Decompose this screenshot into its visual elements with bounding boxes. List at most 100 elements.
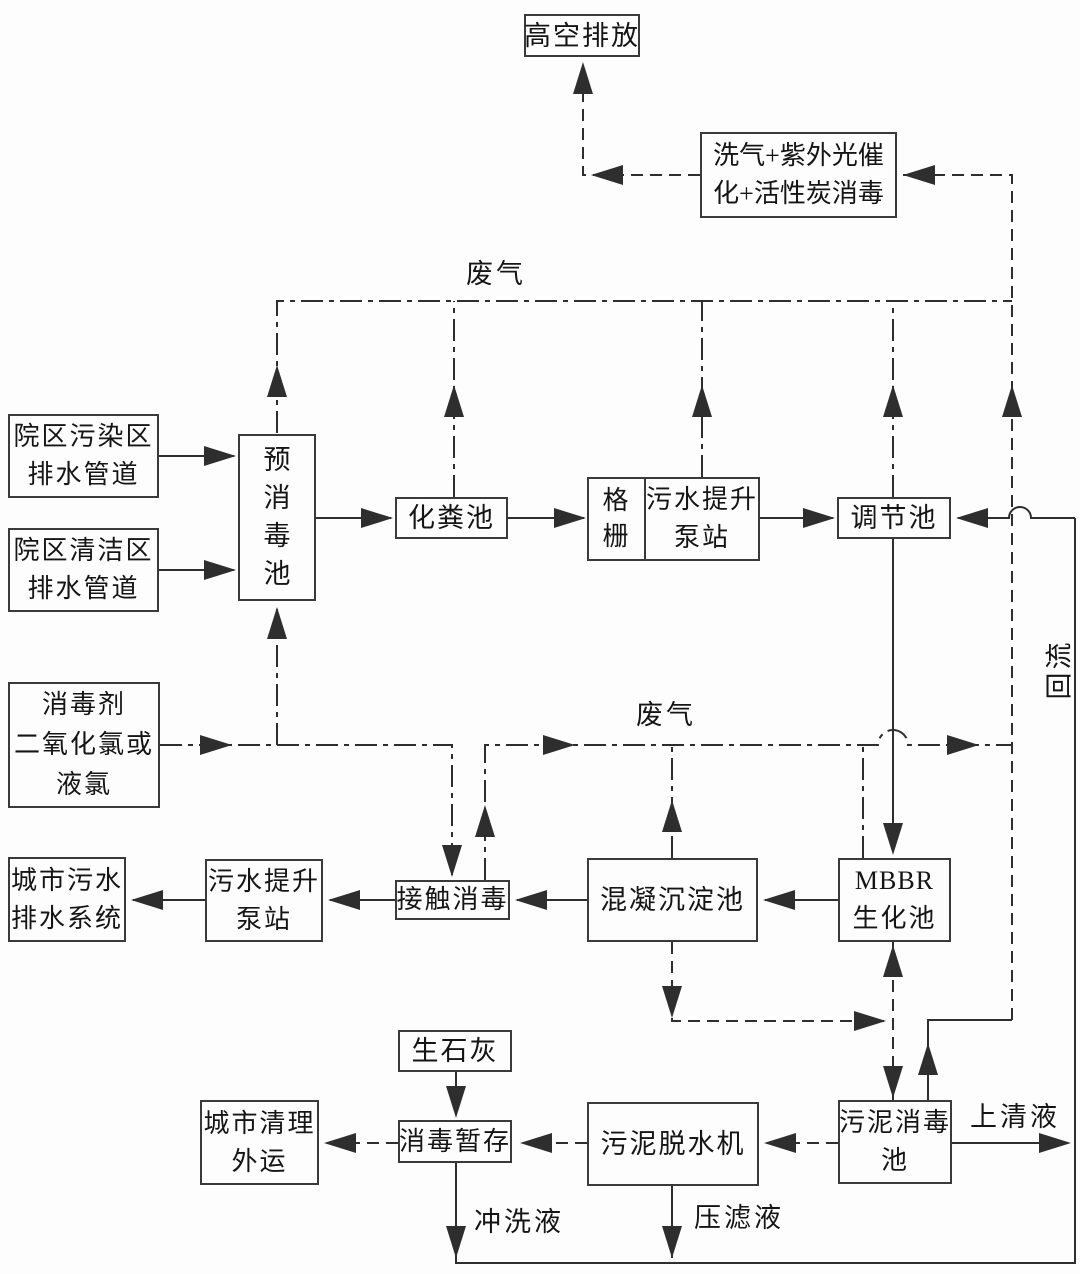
node-label: 污泥脱水机 — [600, 1129, 746, 1159]
arrowhead — [200, 735, 232, 755]
node-label: 生化池 — [852, 904, 937, 933]
node-label: 混凝沉淀池 — [600, 885, 745, 915]
arrowhead — [764, 1133, 796, 1153]
node-label: 院区清洁区 — [13, 536, 154, 565]
node-label: 消毒剂 — [41, 690, 126, 719]
node-regulating-tank: 调节池 — [837, 497, 951, 539]
node-clean-area-pipes: 院区清洁区 排水管道 — [8, 528, 159, 612]
node-label: 排水系统 — [10, 903, 123, 933]
node-pre-disinfection-tank: 预 消 毒 池 — [238, 434, 316, 601]
node-label: 化粪池 — [408, 503, 495, 533]
node-sewage-lift-station-left: 污水提升 泵站 — [205, 859, 323, 942]
node-city-disposal: 城市清理 外运 — [200, 1100, 319, 1185]
arrowhead — [442, 845, 462, 877]
arrowhead — [543, 735, 575, 755]
node-label: 泵站 — [673, 523, 730, 552]
node-screen-and-lift-station: 格 栅 污水提升 泵站 — [587, 477, 760, 561]
arrowhead — [520, 1133, 552, 1153]
arrowhead — [883, 945, 903, 977]
arrowhead — [361, 508, 393, 528]
node-label: 化+活性炭消毒 — [713, 179, 884, 208]
node-label: 调节池 — [850, 503, 938, 533]
node-label: 毒 — [263, 521, 291, 551]
node-quicklime: 生石灰 — [398, 1030, 512, 1072]
node-contact-disinfection: 接触消毒 — [395, 880, 510, 920]
arrowhead — [956, 508, 988, 528]
arrowhead — [324, 1133, 356, 1153]
arrowhead — [1039, 1133, 1071, 1153]
line-disinfectant-feed — [160, 744, 453, 875]
arrowhead — [1002, 385, 1022, 417]
node-septic-tank: 化粪池 — [395, 497, 508, 539]
arrowhead — [328, 890, 360, 910]
arrowhead — [204, 446, 236, 466]
arrowhead — [947, 735, 979, 755]
node-mbbr-tank: MBBR 生化池 — [838, 858, 951, 942]
arrowhead — [883, 823, 903, 855]
node-label: 生石灰 — [411, 1036, 499, 1066]
node-label: 接触消毒 — [396, 885, 509, 914]
node-label: 排水管道 — [27, 574, 140, 603]
node-label: 外运 — [231, 1146, 288, 1176]
node-label: 污水提升 — [207, 866, 320, 896]
line-flushing-reflux-riser — [455, 518, 1076, 1264]
arrowhead — [854, 1011, 886, 1031]
node-coagulation-sedimentation-tank: 混凝沉淀池 — [587, 858, 758, 942]
node-label: 二氧化氯或 — [13, 730, 154, 759]
arrowhead — [204, 560, 236, 580]
line-gas-collector-middle — [484, 729, 1012, 880]
node-city-sewer-system: 城市污水 排水系统 — [8, 857, 126, 942]
arrowhead — [267, 607, 287, 639]
arrowheads — [131, 62, 1071, 1258]
label-flushing-liquid: 冲洗液 — [474, 1207, 564, 1237]
node-label: 高空排放 — [524, 20, 640, 51]
node-label: 液氯 — [55, 770, 112, 799]
arrowhead — [903, 165, 935, 185]
node-bar-screen: 格 栅 — [589, 479, 646, 559]
label-filter-press-liquid: 压滤液 — [694, 1203, 784, 1233]
arrowhead — [883, 385, 903, 417]
node-polluted-area-pipes: 院区污染区 排水管道 — [8, 414, 159, 498]
line-coagulation-sludge — [671, 942, 884, 1022]
arrowhead — [554, 508, 586, 528]
line-reflux-to-regulating — [958, 506, 1075, 519]
arrowhead — [803, 508, 835, 528]
arrowhead — [444, 385, 464, 417]
node-label: MBBR — [854, 866, 935, 895]
node-high-altitude-discharge: 高空排放 — [524, 14, 640, 57]
node-label: 污水提升 — [645, 485, 758, 514]
arrowhead — [475, 805, 495, 837]
node-label: 洗气+紫外光催 — [713, 141, 884, 170]
arrowhead — [515, 890, 547, 910]
node-label: 院区污染区 — [13, 422, 154, 451]
node-label: 城市污水 — [10, 865, 123, 895]
sludge-lines — [328, 64, 1013, 1144]
node-label: 栅 — [602, 521, 631, 551]
node-label: 消毒暂存 — [399, 1126, 512, 1156]
node-label: 泵站 — [235, 904, 292, 934]
node-disinfection-storage: 消毒暂存 — [398, 1120, 512, 1163]
arrowhead — [918, 1043, 938, 1075]
node-label: 排水管道 — [27, 460, 140, 489]
line-sludgetank-gas-vent — [927, 1019, 1012, 1100]
node-label: 池 — [880, 1146, 909, 1175]
node-label: 城市清理 — [203, 1108, 316, 1138]
arrowhead — [131, 890, 163, 910]
node-label: 消 — [263, 483, 291, 513]
arrowhead — [883, 1066, 903, 1098]
arrowhead — [763, 890, 795, 910]
label-supernatant: 上清液 — [970, 1102, 1060, 1132]
node-sewage-lift-station-top: 污水提升 泵站 — [646, 479, 758, 559]
label-reflux: 回流 — [1044, 639, 1075, 700]
arrowhead — [692, 385, 712, 417]
arrowhead — [591, 165, 623, 185]
arrowhead — [573, 62, 593, 94]
label-waste-gas-top: 废气 — [466, 259, 526, 289]
node-disinfectant-supply: 消毒剂 二氧化氯或 液氯 — [8, 682, 160, 808]
line-gas-main-riser — [903, 174, 1013, 1020]
node-label: 池 — [263, 559, 291, 589]
node-gas-treatment: 洗气+紫外光催 化+活性炭消毒 — [700, 132, 897, 218]
arrowhead — [267, 365, 287, 397]
